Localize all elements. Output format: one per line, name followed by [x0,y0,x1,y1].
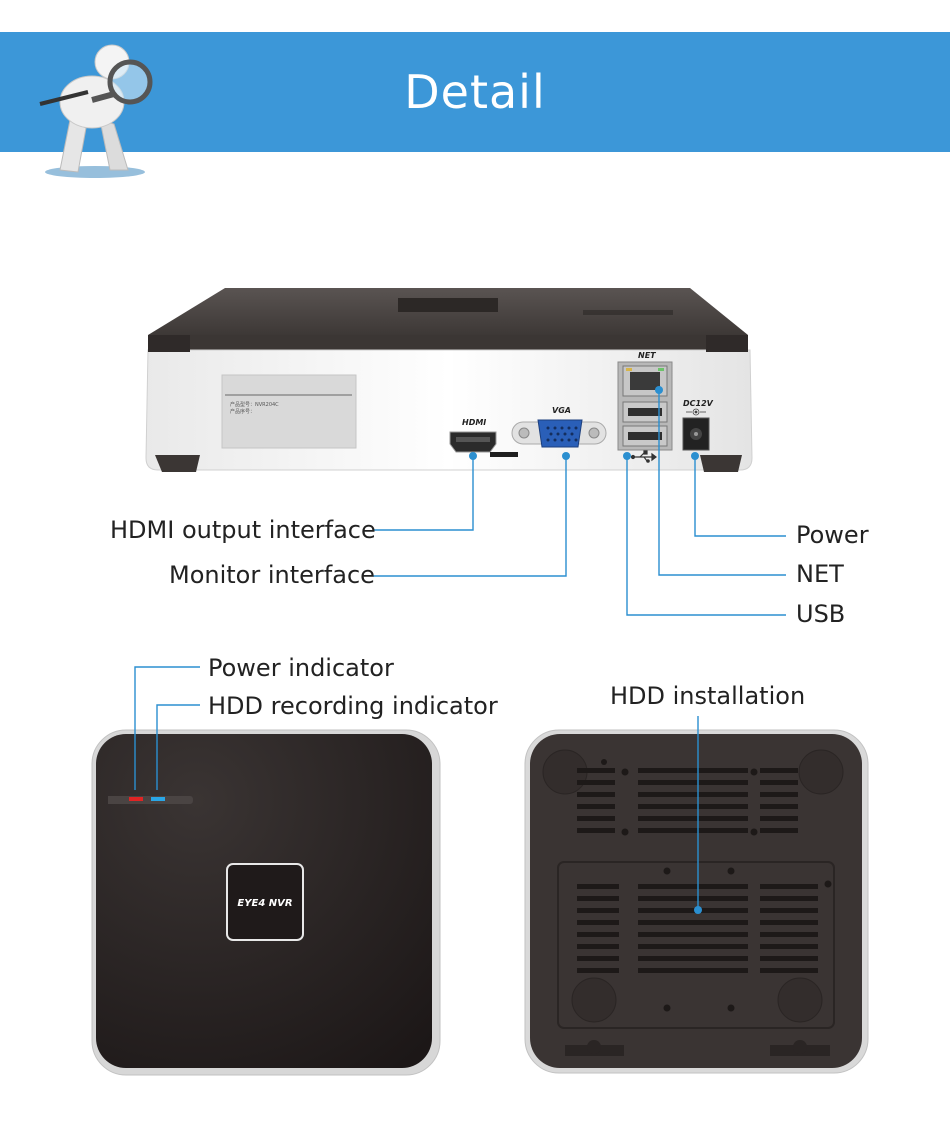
nvr-front-view: EYE4 NVR [91,729,441,1076]
usb-symbol-icon [630,450,657,463]
magnifier-mascot-icon [39,44,153,178]
vga-port [537,419,583,448]
hdmi-port-label: HDMI [462,418,486,427]
callout-net: NET [796,560,844,588]
callout-hdd-installation: HDD installation [610,682,806,710]
lid-window [398,298,498,312]
vga-port-label: VGA [552,406,571,415]
label-sticker [221,374,357,449]
page-title: Detail [404,65,546,119]
led-strip [108,796,193,804]
nvr-back-view: 产品型号：NVR204C 产品序号： HDMI VGA NET [145,288,753,472]
sticker-line-2: 产品序号： [230,408,255,415]
callout-hdd-recording-indicator: HDD recording indicator [208,692,498,720]
dc-polarity-icon [686,408,706,416]
dc-port-label: DC12V [683,399,714,408]
back-callout-lines [373,390,786,616]
card-slot [490,452,518,457]
hdd-led [151,797,165,801]
callout-monitor: Monitor interface [169,561,375,589]
front-callout-lines [134,666,200,790]
logo-badge [226,863,304,941]
callout-power-indicator: Power indicator [208,654,394,682]
nvr-bottom-view [524,729,869,1074]
callout-usb: USB [796,600,846,628]
net-port-label: NET [638,351,656,360]
hdd-tray [557,861,835,1029]
callout-power: Power [796,521,869,549]
sticker-line-1: 产品型号：NVR204C [230,401,279,408]
callout-hdmi-output: HDMI output interface [110,516,376,544]
header-banner: Detail [0,32,950,178]
front-logo-text: EYE4 NVR [237,898,292,909]
power-led [129,797,143,801]
